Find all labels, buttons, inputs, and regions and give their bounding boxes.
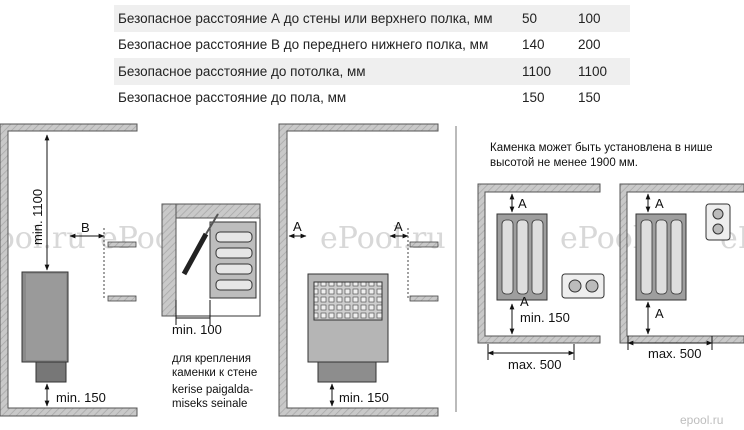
table-row: Безопасное расстояние до пола, мм 150 15… bbox=[114, 85, 630, 112]
bench-lower bbox=[107, 295, 137, 302]
row-label: Безопасное расстояние до потолка, мм bbox=[114, 58, 522, 85]
max-dimension-n2: max. 500 bbox=[648, 346, 701, 361]
row-label: Безопасное расстояние до пола, мм bbox=[118, 90, 347, 106]
row-value-1: 1100 bbox=[522, 58, 578, 85]
panel-mounting-detail: min. 100 для крепления каменки к стене k… bbox=[161, 203, 261, 410]
screwdriver-icon bbox=[181, 213, 219, 276]
note-et-line2: miseks seinale bbox=[172, 398, 247, 410]
label-a-bottom-n2: A bbox=[655, 306, 664, 321]
panel-niche-1: A A min. 150 max. 500 bbox=[477, 183, 605, 372]
panel-front-view: A A min. 150 bbox=[278, 123, 439, 417]
label-b: B bbox=[81, 220, 90, 235]
label-a-right: A bbox=[394, 219, 403, 234]
note-ru-line2: каменки к стене bbox=[172, 367, 257, 379]
floor-dimension-n1: min. 150 bbox=[520, 310, 570, 325]
heater-grille bbox=[313, 281, 383, 321]
heater-stones-tray bbox=[35, 361, 67, 383]
watermark-layer: ePool.ru ePool.ru ePool.ru ePool.ru ePoo… bbox=[0, 221, 744, 256]
dimension-min-100: min. 100 bbox=[172, 322, 222, 337]
watermark: ePool.ru bbox=[320, 221, 446, 256]
row-value-2: 200 bbox=[578, 37, 601, 53]
label-a-top-n2: A bbox=[655, 196, 664, 211]
table-row: Безопасное расстояние В до переднего ниж… bbox=[114, 32, 630, 59]
floor-dimension: min. 150 bbox=[56, 390, 106, 405]
max-dimension-n1: max. 500 bbox=[508, 357, 561, 372]
note-ru-line1: для крепления bbox=[172, 353, 251, 365]
table-row: Безопасное расстояние до потолка, мм 110… bbox=[114, 58, 630, 85]
niche-note-line2: высотой не менее 1900 мм. bbox=[490, 157, 638, 169]
label-a-left: A bbox=[293, 219, 302, 234]
row-value-1: 140 bbox=[522, 37, 545, 53]
brand-logo: epool.ru bbox=[680, 413, 723, 427]
row-value-2: 150 bbox=[578, 90, 601, 106]
wall-hatch bbox=[0, 123, 138, 417]
row-value-1: 50 bbox=[522, 5, 578, 32]
row-label: Безопасное расстояние В до переднего ниж… bbox=[118, 37, 489, 53]
bench-upper bbox=[107, 241, 137, 248]
clearance-table: Безопасное расстояние А до стены или вер… bbox=[114, 5, 630, 111]
control-unit-n2 bbox=[705, 203, 731, 241]
row-value-2: 100 bbox=[578, 5, 630, 32]
watermark: ePool.ru bbox=[0, 221, 86, 256]
row-value-1: 150 bbox=[522, 90, 545, 106]
label-a-bottom-n1: A bbox=[520, 294, 529, 309]
note-et-line1: kerise paigalda- bbox=[172, 384, 253, 396]
panel-side-view: min. 1100 min. 150 B bbox=[0, 123, 138, 417]
table-row: Безопасное расстояние А до стены или вер… bbox=[114, 5, 630, 32]
ceiling-dimension: min. 1100 bbox=[30, 189, 45, 245]
floor-dimension-front: min. 150 bbox=[339, 390, 389, 405]
niche-note-line1: Каменка может быть установлена в нише bbox=[490, 142, 713, 154]
row-value-2: 1100 bbox=[578, 58, 630, 85]
row-label: Безопасное расстояние А до стены или вер… bbox=[114, 5, 522, 32]
panel-niche-2: A A max. 500 bbox=[619, 183, 744, 361]
label-a-top-n1: A bbox=[518, 196, 527, 211]
